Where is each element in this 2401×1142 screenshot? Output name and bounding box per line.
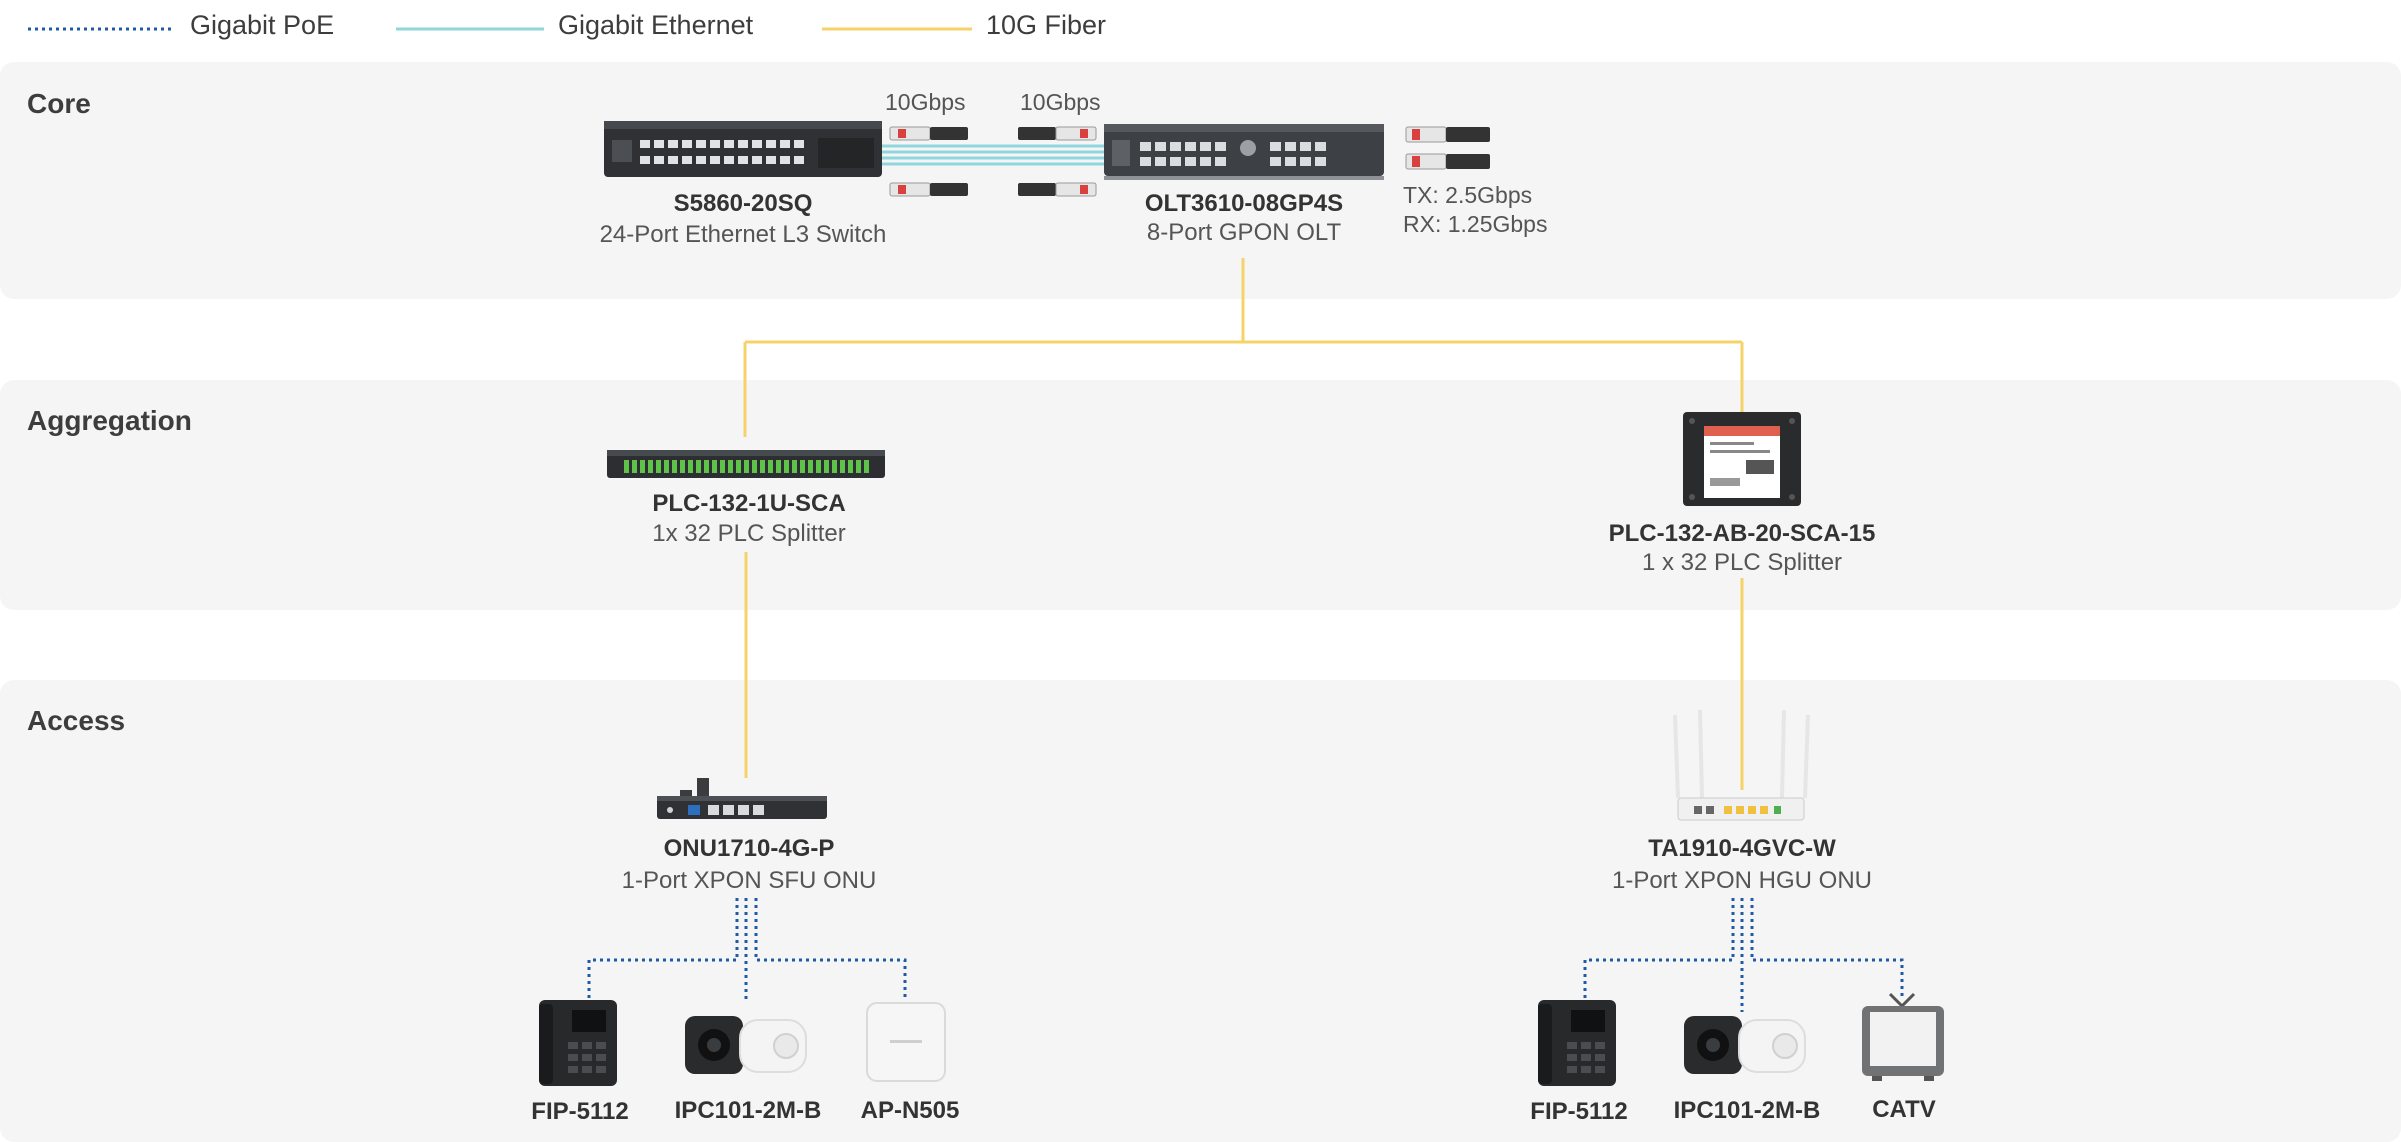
onu-hgu-image [1673, 709, 1810, 821]
s5860-switch-image [604, 121, 882, 177]
onu-sfu-image [657, 778, 827, 819]
endpoint-left-camera: IPC101-2M-B [674, 1097, 822, 1124]
onu-hgu-desc: 1-Port XPON HGU ONU [1611, 867, 1873, 894]
access-point-image [866, 1002, 946, 1082]
legend-ethernet-label: Gigabit Ethernet [558, 10, 754, 40]
tv-image [1862, 992, 1944, 1081]
endpoint-right-phone: FIP-5112 [1530, 1098, 1628, 1125]
ip-phone-left-image [539, 1000, 617, 1086]
onu-sfu-desc: 1-Port XPON SFU ONU [621, 867, 877, 894]
plc-box-splitter-image [1683, 412, 1801, 506]
endpoint-left-ap: AP-N505 [860, 1097, 960, 1124]
core-layer-band [0, 62, 2401, 299]
ip-camera-right-image [1684, 1016, 1806, 1074]
rack-splitter-name: PLC-132-1U-SCA [652, 490, 846, 517]
onu-hgu-name: TA1910-4GVC-W [1648, 835, 1836, 862]
olt3610-image [1104, 124, 1384, 180]
legend-fiber-label: 10G Fiber [986, 10, 1107, 40]
olt-name: OLT3610-08GP4S [1144, 190, 1344, 217]
sfp-transceivers-image [889, 126, 1490, 197]
aggregation-layer-band [0, 380, 2401, 610]
endpoint-right-catv: CATV [1872, 1096, 1936, 1123]
legend-poe-label: Gigabit PoE [190, 10, 335, 40]
tx-rate: TX: 2.5Gbps [1403, 182, 1533, 208]
box-splitter-desc: 1 x 32 PLC Splitter [1641, 549, 1843, 576]
switch-name: S5860-20SQ [673, 190, 813, 217]
rack-splitter-desc: 1x 32 PLC Splitter [652, 520, 846, 547]
core-ethernet-links [880, 144, 1105, 166]
poe-links-left [587, 898, 907, 1000]
ip-phone-right-image [1538, 1000, 1616, 1086]
olt-desc: 8-Port GPON OLT [1146, 219, 1342, 246]
access-layer-band [0, 680, 2401, 1142]
switch-desc: 24-Port Ethernet L3 Switch [599, 221, 887, 248]
link-speed-left: 10Gbps [885, 89, 966, 115]
access-layer-title: Access [27, 705, 126, 736]
plc-rack-splitter-image [607, 450, 885, 478]
endpoint-left-phone: FIP-5112 [531, 1098, 629, 1125]
endpoint-right-camera: IPC101-2M-B [1673, 1097, 1821, 1124]
poe-links-right [1583, 898, 1904, 1012]
rx-rate: RX: 1.25Gbps [1403, 211, 1548, 237]
link-speed-right: 10Gbps [1020, 89, 1101, 115]
fiber-links [743, 258, 1744, 790]
core-layer-title: Core [27, 88, 91, 119]
box-splitter-name: PLC-132-AB-20-SCA-15 [1608, 520, 1876, 547]
onu-sfu-name: ONU1710-4G-P [663, 835, 835, 862]
ip-camera-left-image [685, 1016, 807, 1074]
aggregation-layer-title: Aggregation [27, 405, 192, 436]
